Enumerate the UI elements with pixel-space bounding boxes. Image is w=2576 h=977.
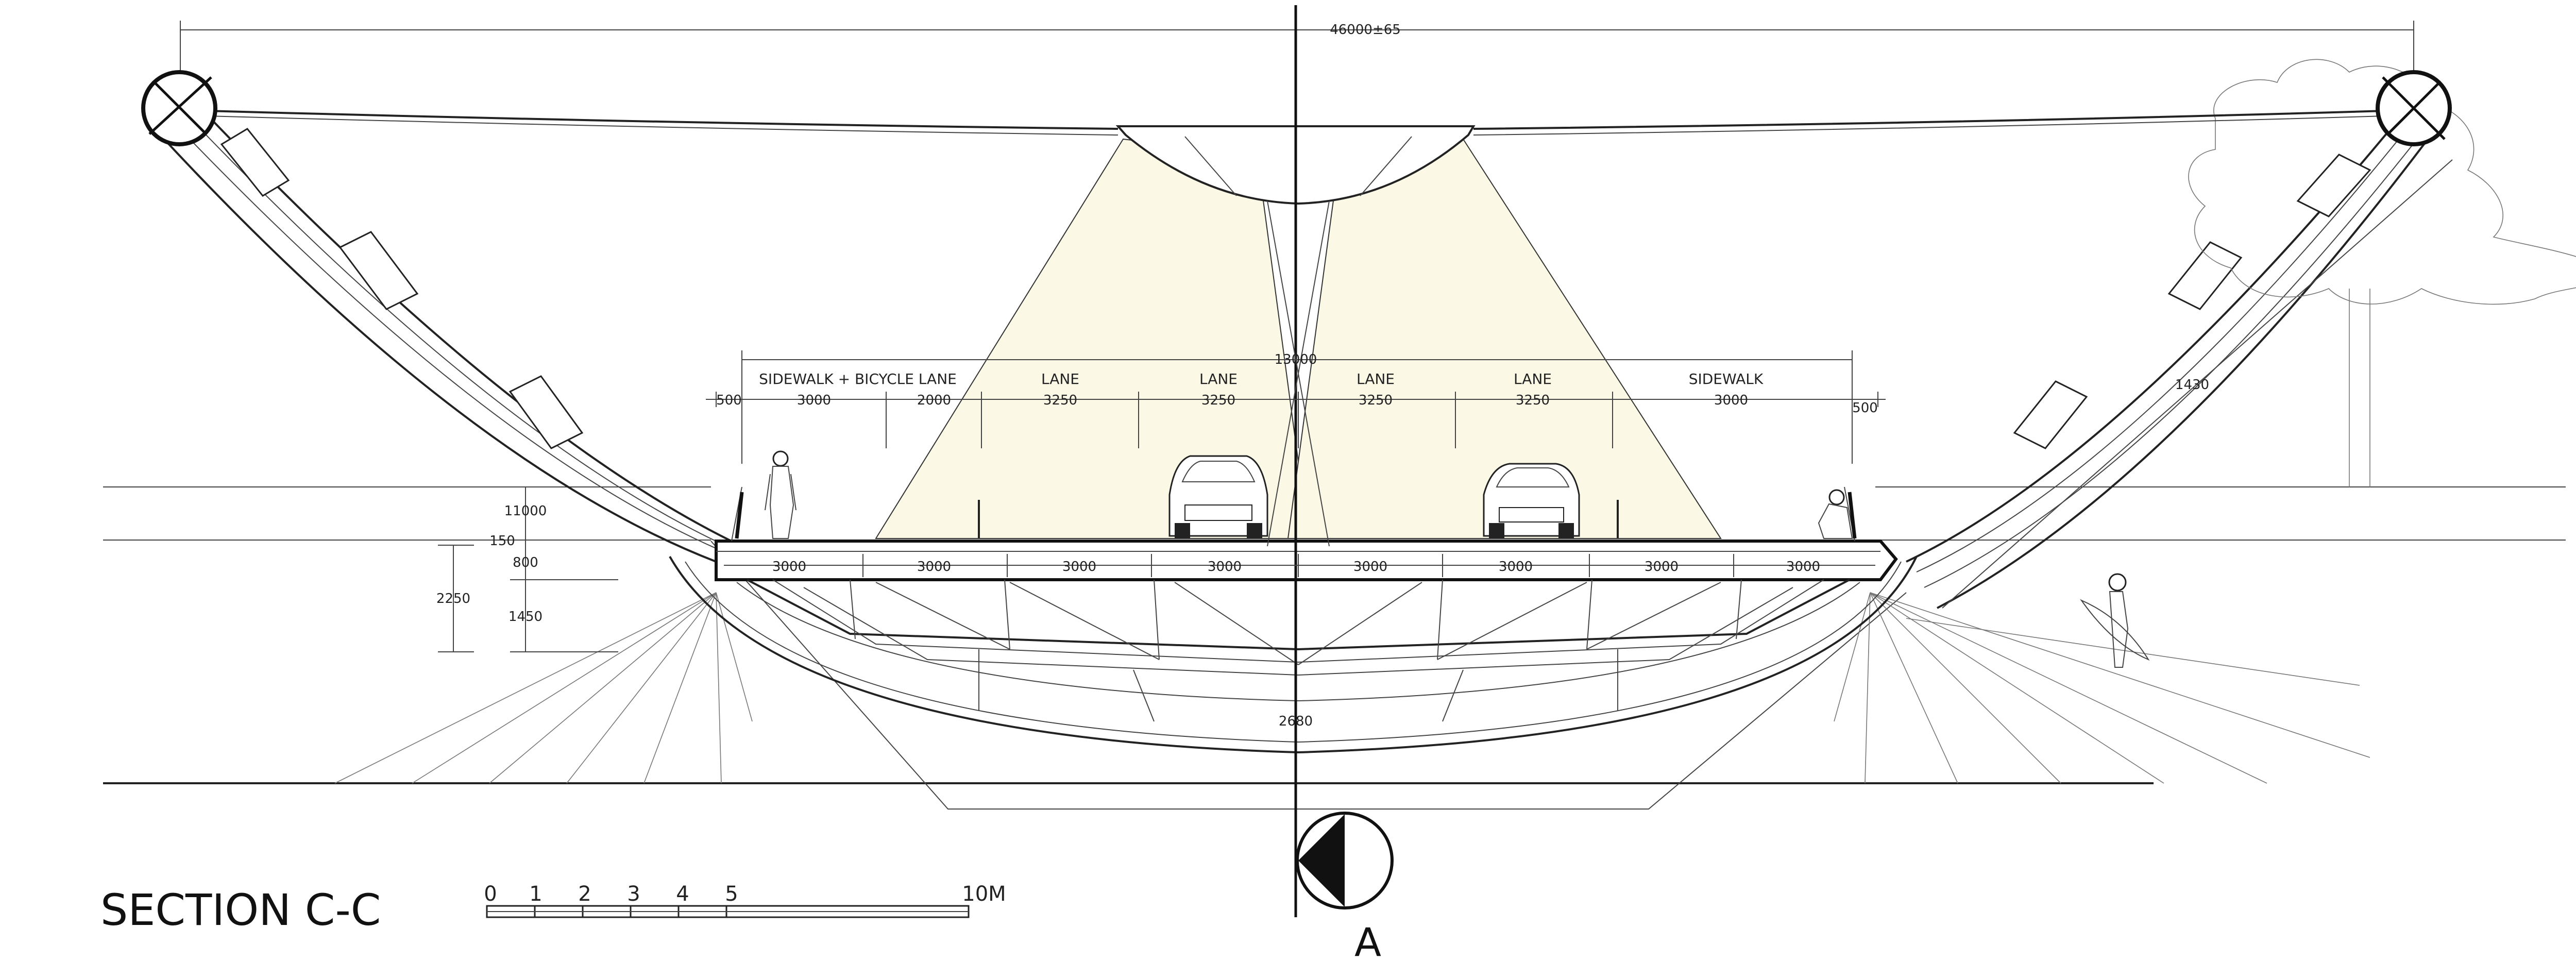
scale-tick-1: 1 [529, 882, 542, 906]
deck-truss [715, 486, 1898, 722]
module-dimension-lines [724, 554, 1875, 577]
edge-right-label: 500 [1852, 400, 1878, 416]
module-1: 3000 [917, 559, 951, 575]
right-pylon-head [2376, 70, 2452, 146]
module-2: 3000 [1062, 559, 1096, 575]
section-title: SECTION C-C [100, 885, 381, 935]
scale-tick-0: 0 [484, 882, 497, 906]
keel-label: 2680 [1279, 714, 1313, 729]
person-standing [765, 450, 796, 539]
vertical-dim-b: 150 [489, 533, 515, 549]
module-5: 3000 [1499, 559, 1533, 575]
vertical-dim-total: 2250 [436, 591, 470, 607]
car-left [1168, 455, 1268, 538]
lane-name-6: SIDEWALK [1689, 370, 1764, 388]
vertical-dimension-lines [438, 487, 618, 652]
deck-width-label: 13000 [1275, 352, 1317, 367]
vertical-dim-a: 11000 [504, 503, 547, 519]
module-7: 3000 [1786, 559, 1820, 575]
lane-name-3: LANE [1199, 370, 1238, 388]
section-marker-label: A [1354, 919, 1381, 965]
lane-width-5: 3250 [1516, 393, 1550, 408]
scale-tick-5: 5 [725, 882, 738, 906]
lane-name-2: LANE [1041, 370, 1079, 388]
lane-width-1: 2000 [917, 393, 951, 408]
section-marker [1296, 812, 1394, 909]
left-pylon-head [141, 70, 217, 146]
person-crouching [1818, 489, 1853, 539]
lane-name-5: LANE [1514, 370, 1552, 388]
scale-tick-4: 4 [676, 882, 689, 906]
support-rays [334, 592, 2370, 784]
surfer [2080, 573, 2150, 668]
cable-label: 1430 [2175, 377, 2209, 393]
scale-tick-2: 2 [578, 882, 591, 906]
scale-end-label: 10M [962, 882, 1006, 906]
ground-lines [103, 486, 2566, 810]
lane-width-6: 3000 [1714, 393, 1748, 408]
tree-outline [2188, 59, 2576, 487]
edge-left-label: 500 [716, 393, 742, 408]
lane-width-2: 3250 [1043, 393, 1077, 408]
car-right [1483, 463, 1580, 538]
lane-dimension-lines [706, 350, 1886, 464]
module-0: 3000 [772, 559, 806, 575]
vertical-dim-c: 800 [513, 555, 538, 570]
scale-bar [486, 905, 970, 918]
lane-width-3: 3250 [1201, 393, 1235, 408]
lane-width-4: 3250 [1359, 393, 1393, 408]
module-6: 3000 [1645, 559, 1679, 575]
keel [669, 556, 1918, 754]
right-pylon-arm [1906, 128, 2453, 609]
scale-tick-3: 3 [627, 882, 640, 906]
lane-width-0: 3000 [797, 393, 831, 408]
centre-axis [1267, 5, 1330, 917]
lane-name-4: LANE [1357, 370, 1395, 388]
module-4: 3000 [1353, 559, 1387, 575]
overall-span-label: 46000±65 [1330, 22, 1401, 38]
left-pylon-arm [154, 102, 742, 563]
vertical-dim-d: 1450 [509, 609, 543, 625]
lane-name-0: SIDEWALK + BICYCLE LANE [759, 370, 957, 388]
module-3: 3000 [1208, 559, 1242, 575]
